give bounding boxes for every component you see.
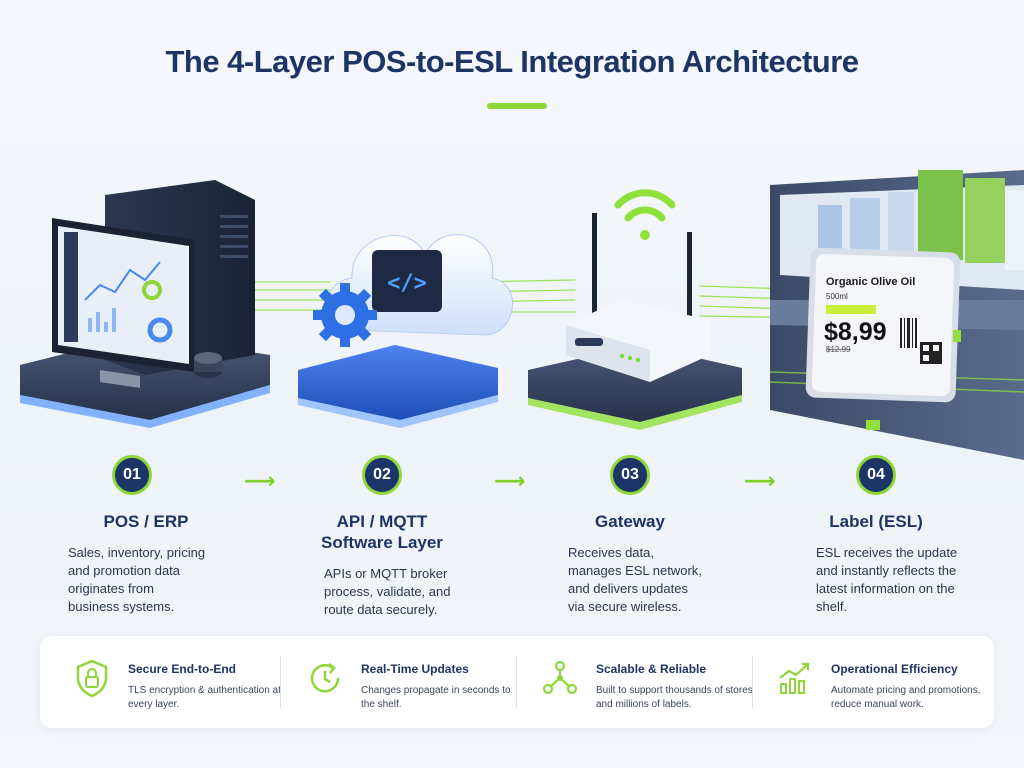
feature-description: TLS encryption & authentication at every… [128, 684, 298, 712]
feature-divider [516, 656, 517, 708]
feature-secure: Secure End-to-End TLS encryption & authe… [72, 636, 302, 728]
step-description: Receives data, manages ESL network, and … [568, 544, 708, 616]
step-title: POS / ERP [22, 511, 242, 532]
feature-realtime: Real-Time Updates Changes propagate in s… [305, 636, 525, 728]
pos-computer-illustration [20, 180, 270, 428]
store-shelf-illustration: Organic Olive Oil 500ml $8,99 $12.99 [770, 170, 1024, 460]
network-nodes-icon [540, 658, 580, 698]
step-number-badge: 01 [112, 455, 152, 495]
api-cloud-illustration: </> [298, 235, 513, 428]
feature-description: Automate pricing and promotions, reduce … [831, 684, 991, 712]
step-description: APIs or MQTT broker process, validate, a… [324, 565, 456, 619]
architecture-illustration: </> [0, 0, 1024, 470]
step-title: Gateway [520, 511, 740, 532]
step-api-mqtt: 02 API / MQTT Software Layer APIs or MQT… [272, 455, 492, 619]
step-title: Label (ESL) [766, 511, 986, 532]
svg-text:</>: </> [387, 271, 427, 296]
step-description: ESL receives the update and instantly re… [816, 544, 958, 616]
step-description: Sales, inventory, pricing and promotion … [68, 544, 208, 616]
growth-chart-icon [775, 658, 815, 698]
esl-product-size: 500ml [826, 292, 848, 301]
esl-product-name: Organic Olive Oil [826, 276, 915, 288]
feature-divider [752, 656, 753, 708]
step-number-badge: 02 [362, 455, 402, 495]
shield-lock-icon [72, 658, 112, 698]
esl-old-price: $12.99 [826, 345, 851, 354]
esl-label: Organic Olive Oil 500ml $8,99 $12.99 [805, 247, 961, 402]
feature-title: Operational Efficiency [831, 662, 958, 676]
feature-description: Changes propagate in seconds to the shel… [361, 684, 511, 712]
clock-refresh-icon [305, 658, 345, 698]
step-number-badge: 03 [610, 455, 650, 495]
feature-title: Real-Time Updates [361, 662, 469, 676]
feature-title: Scalable & Reliable [596, 662, 706, 676]
step-title: API / MQTT Software Layer [317, 511, 447, 553]
feature-title: Secure End-to-End [128, 662, 236, 676]
step-pos-erp: 01 POS / ERP Sales, inventory, pricing a… [22, 455, 242, 616]
feature-efficiency: Operational Efficiency Automate pricing … [775, 636, 990, 728]
step-label-esl: 04 Label (ESL) ESL receives the update a… [766, 455, 986, 616]
feature-strip: Secure End-to-End TLS encryption & authe… [40, 636, 994, 728]
feature-divider [280, 656, 281, 708]
step-gateway: 03 Gateway Receives data, manages ESL ne… [520, 455, 740, 616]
feature-scalable: Scalable & Reliable Built to support tho… [540, 636, 760, 728]
arrow-right-icon: ⟶ [244, 468, 276, 494]
step-number-badge: 04 [856, 455, 896, 495]
wifi-signal-icon [618, 193, 672, 218]
feature-description: Built to support thousands of stores and… [596, 684, 756, 712]
esl-price: $8,99 [824, 318, 887, 346]
